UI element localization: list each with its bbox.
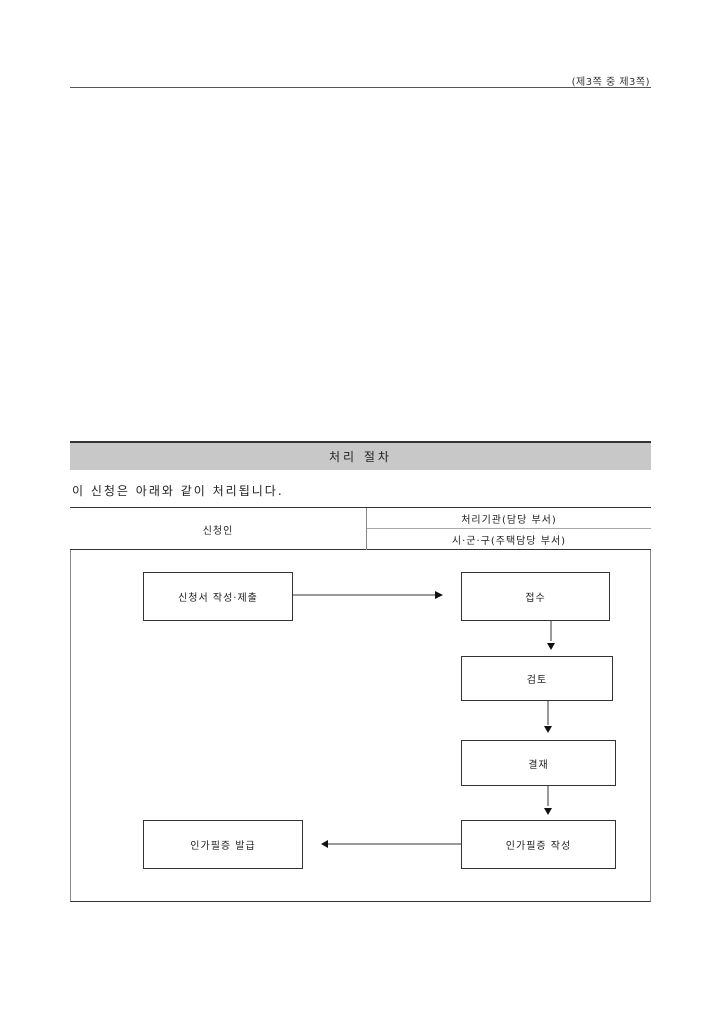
- arrowhead-down: [547, 643, 555, 650]
- section-title: 처리 절차: [329, 450, 392, 464]
- header-rule: [70, 87, 651, 88]
- role-applicant: 신청인: [70, 508, 367, 550]
- page-number: (제3쪽 중 제3쪽): [571, 77, 650, 88]
- role-table: 신청인 처리기관(담당 부서) 시·군·구(주택담당 부서): [70, 507, 651, 550]
- role-agency: 처리기관(담당 부서): [367, 508, 651, 529]
- arrowhead-left: [321, 840, 328, 848]
- arrowhead-right: [435, 591, 443, 599]
- section-header: 처리 절차: [70, 441, 651, 470]
- step-submit: 신청서 작성·제출: [143, 572, 293, 621]
- arrowhead-down: [544, 808, 552, 815]
- flow-connectors: [293, 591, 555, 848]
- role-office: 시·군·구(주택담당 부서): [451, 536, 567, 547]
- step-receive: 접수: [461, 572, 610, 621]
- arrowhead-down: [544, 726, 552, 733]
- intro-text: 이 신청은 아래와 같이 처리됩니다.: [72, 484, 284, 498]
- step-review: 검토: [461, 656, 613, 701]
- step-draft: 인가필증 작성: [461, 820, 616, 869]
- step-approve: 결재: [461, 740, 616, 786]
- flow-area: 신청서 작성·제출 접수 검토 결재 인가필증 작성 인가필증 발급: [70, 550, 651, 902]
- step-issue: 인가필증 발급: [143, 820, 303, 869]
